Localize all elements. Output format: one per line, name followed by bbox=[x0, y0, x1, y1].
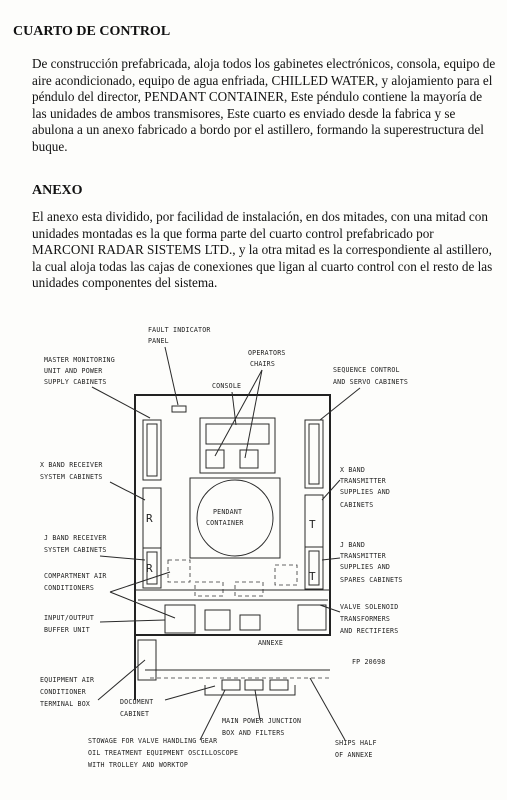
mainpower-label-2: BOX AND FILTERS bbox=[222, 729, 285, 737]
master-label-3: SUPPLY CABINETS bbox=[44, 378, 107, 386]
fault-label-1: FAULT INDICATOR bbox=[148, 326, 211, 334]
master-label-2: UNIT AND POWER bbox=[44, 367, 102, 375]
inout-label-2: BUFFER UNIT bbox=[44, 626, 90, 634]
xtrans-label-3: SUPPLIES AND bbox=[340, 488, 390, 496]
compair-label-1: COMPARTMENT AIR bbox=[44, 572, 107, 580]
valve-label-2: TRANSFORMERS bbox=[340, 615, 390, 623]
paragraph-anexo: El anexo esta dividido, por facilidad de… bbox=[32, 209, 493, 290]
equip-label-1: EQUIPMENT AIR bbox=[40, 676, 94, 684]
jtrans-label-3: SUPPLIES AND bbox=[340, 563, 390, 571]
doc-label-2: CABINET bbox=[120, 710, 149, 718]
t-label-2: T bbox=[309, 570, 316, 583]
ships-label-1: SHIPS HALF bbox=[335, 739, 377, 747]
sequence-label-1: SEQUENCE CONTROL bbox=[333, 366, 400, 374]
mainpower-label-1: MAIN POWER JUNCTION bbox=[222, 717, 301, 725]
jtrans-label-4: SPARES CABINETS bbox=[340, 576, 403, 584]
jrecv-label-1: J BAND RECEIVER bbox=[44, 534, 107, 542]
heading-cuarto-de-control: CUARTO DE CONTROL bbox=[13, 24, 171, 39]
stowage-label-1: STOWAGE FOR VALVE HANDLING GEAR bbox=[88, 737, 217, 745]
stowage-label-2: OIL TREATMENT EQUIPMENT OSCILLOSCOPE bbox=[88, 749, 238, 757]
master-label-1: MASTER MONITORING bbox=[44, 356, 115, 364]
sequence-label-2: AND SERVO CABINETS bbox=[333, 378, 408, 386]
operators-label-1: OPERATORS bbox=[248, 349, 286, 357]
valve-label-3: AND RECTIFIERS bbox=[340, 627, 398, 635]
equip-label-2: CONDITIONER bbox=[40, 688, 86, 696]
pendant-label-1: PENDANT bbox=[213, 508, 242, 516]
xtrans-label-1: X BAND bbox=[340, 466, 365, 474]
xrecv-label-2: SYSTEM CABINETS bbox=[40, 473, 103, 481]
paragraph-cuarto-de-control: De construcción prefabricada, aloja todo… bbox=[32, 56, 496, 154]
compair-label-2: CONDITIONERS bbox=[44, 584, 94, 592]
t-label-1: T bbox=[309, 518, 316, 531]
ref-label: FP 20698 bbox=[352, 658, 385, 666]
r-label-2: R bbox=[146, 562, 153, 575]
inout-label-1: INPUT/OUTPUT bbox=[44, 614, 94, 622]
jtrans-label-2: TRANSMITTER bbox=[340, 552, 386, 560]
stowage-label-3: WITH TROLLEY AND WORKTOP bbox=[88, 761, 188, 769]
annexe-label: ANNEXE bbox=[258, 639, 283, 647]
jrecv-label-2: SYSTEM CABINETS bbox=[44, 546, 107, 554]
ships-label-2: OF ANNEXE bbox=[335, 751, 373, 759]
fault-label-2: PANEL bbox=[148, 337, 169, 345]
heading-anexo: ANEXO bbox=[32, 183, 83, 198]
r-label-1: R bbox=[146, 512, 153, 525]
xtrans-label-4: CABINETS bbox=[340, 501, 373, 509]
valve-label-1: VALVE SOLENOID bbox=[340, 603, 398, 611]
doc-label-1: DOCUMENT bbox=[120, 698, 153, 706]
jtrans-label-1: J BAND bbox=[340, 541, 365, 549]
operators-label-2: CHAIRS bbox=[250, 360, 275, 368]
console-label: CONSOLE bbox=[212, 382, 241, 390]
xtrans-label-2: TRANSMITTER bbox=[340, 477, 386, 485]
equip-label-3: TERMINAL BOX bbox=[40, 700, 90, 708]
xrecv-label-1: X BAND RECEIVER bbox=[40, 461, 103, 469]
pendant-label-2: CONTAINER bbox=[206, 519, 244, 527]
